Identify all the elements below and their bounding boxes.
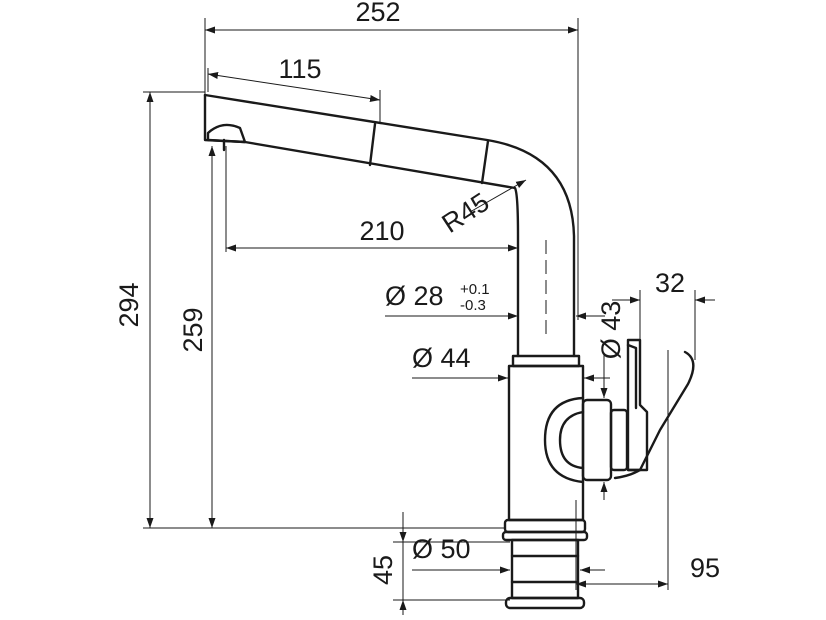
faucet-outline (203, 93, 695, 610)
label-handle-depth: 32 (655, 268, 685, 298)
lever (626, 338, 649, 472)
lever-alt-tip (613, 468, 642, 480)
spray-head-nozzle (206, 123, 247, 144)
label-tube-tol-plus: +0.1 (460, 281, 490, 298)
handle-housing-inner (558, 410, 585, 470)
label-base-diameter: Ø 50 (412, 534, 471, 564)
spout-arm (203, 93, 576, 358)
label-spout-reach: 210 (359, 216, 404, 246)
label-tube-tol-minus: -0.3 (460, 297, 486, 314)
label-base-offset: 95 (690, 553, 720, 583)
base-ring-upper (503, 518, 587, 534)
label-shank-height: 45 (368, 555, 398, 585)
lever-alt-position (626, 350, 695, 472)
handle-housing (543, 396, 585, 484)
dim-line-radius (469, 179, 527, 213)
label-handle-diameter: Ø 43 (596, 301, 626, 360)
dim-line-pullout (207, 72, 381, 102)
spout-arm-lower (203, 93, 520, 358)
label-tube-diameter: Ø 28 (385, 281, 444, 311)
elbow-split-line (480, 139, 490, 185)
tube-collar (511, 354, 581, 368)
dimension-labels: 252 115 R45 210 294 259 Ø 28 +0.1 -0.3 Ø… (114, 0, 720, 585)
label-pullout-length: 115 (278, 54, 321, 84)
handle-hub (581, 398, 613, 482)
label-overall-width: 252 (355, 0, 400, 27)
label-body-diameter: Ø 44 (412, 343, 471, 373)
shank (510, 538, 580, 600)
pullout-split-line (368, 122, 377, 167)
extension-lines (143, 18, 696, 601)
dimension-lines (146, 26, 715, 615)
shank-nut (504, 596, 586, 610)
lever-rim (626, 343, 638, 410)
label-total-height: 294 (114, 282, 144, 327)
handle-cap (609, 408, 629, 472)
label-bend-radius: R45 (437, 187, 495, 239)
label-spout-height: 259 (178, 307, 208, 352)
